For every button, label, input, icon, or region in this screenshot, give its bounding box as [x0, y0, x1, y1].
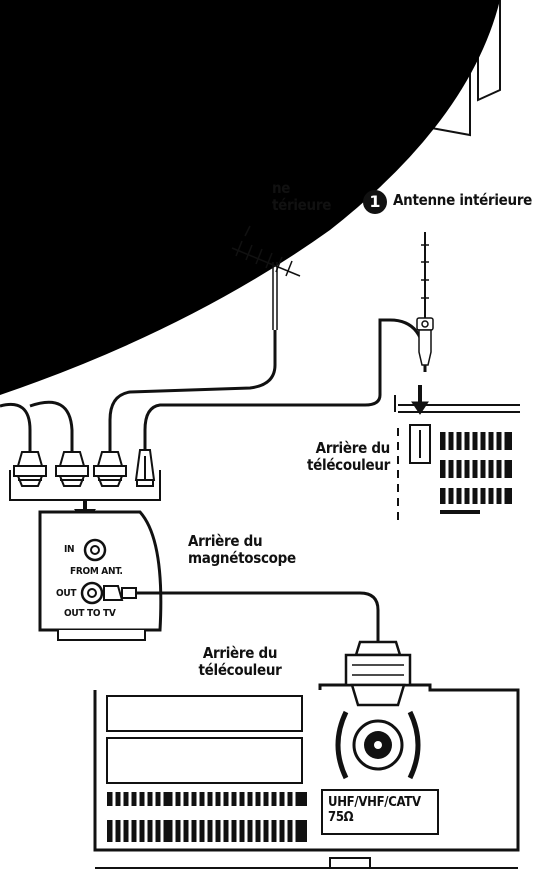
tv-antenna-jack [335, 640, 421, 780]
tv-back-small-label-line2: télécouleur [306, 456, 390, 475]
outdoor-antenna-illustration [231, 225, 301, 330]
antenna-cables [0, 318, 427, 452]
tv-back-large [93, 683, 520, 869]
tv-back-small-label-line1: Arrière du [315, 439, 391, 457]
vcr-back-label-line2: magnétoscope [188, 549, 296, 568]
vcr-back-label-line1: Arrière du [188, 532, 263, 550]
tv-jack-label-line1: UHF/VHF/CATV [328, 795, 421, 810]
indoor-antenna-label: Antenne intérieure [393, 191, 533, 209]
vcr-back-panel [38, 510, 163, 641]
vcr-out-to-tv-label: OUT TO TV [64, 608, 116, 619]
indoor-antenna-illustration [416, 232, 434, 372]
tv-back-large-label-line2: télécouleur [198, 661, 282, 680]
vcr-out-label: OUT [56, 588, 77, 599]
black-overlay-shape [0, 0, 500, 395]
outdoor-antenna-label-partial: ne térieure [272, 179, 332, 215]
tv-jack-label-line2: 75Ω [328, 809, 354, 825]
tv-back-small-label: Arrière du télécouleur [300, 439, 391, 475]
tv-back-large-label: Arrière du télécouleur [190, 644, 290, 680]
step-number-badge: 1 [363, 190, 387, 214]
vcr-back-label: Arrière du magnétoscope [188, 532, 296, 568]
vcr-to-tv-cable [136, 591, 380, 642]
tv-back-small [394, 385, 520, 520]
tv-jack-label: UHF/VHF/CATV 75Ω [328, 795, 421, 826]
vcr-in-label: IN [64, 544, 75, 555]
tv-back-large-label-line1: Arrière du [202, 644, 278, 662]
vcr-from-ant-label: FROM ANT. [70, 566, 123, 577]
